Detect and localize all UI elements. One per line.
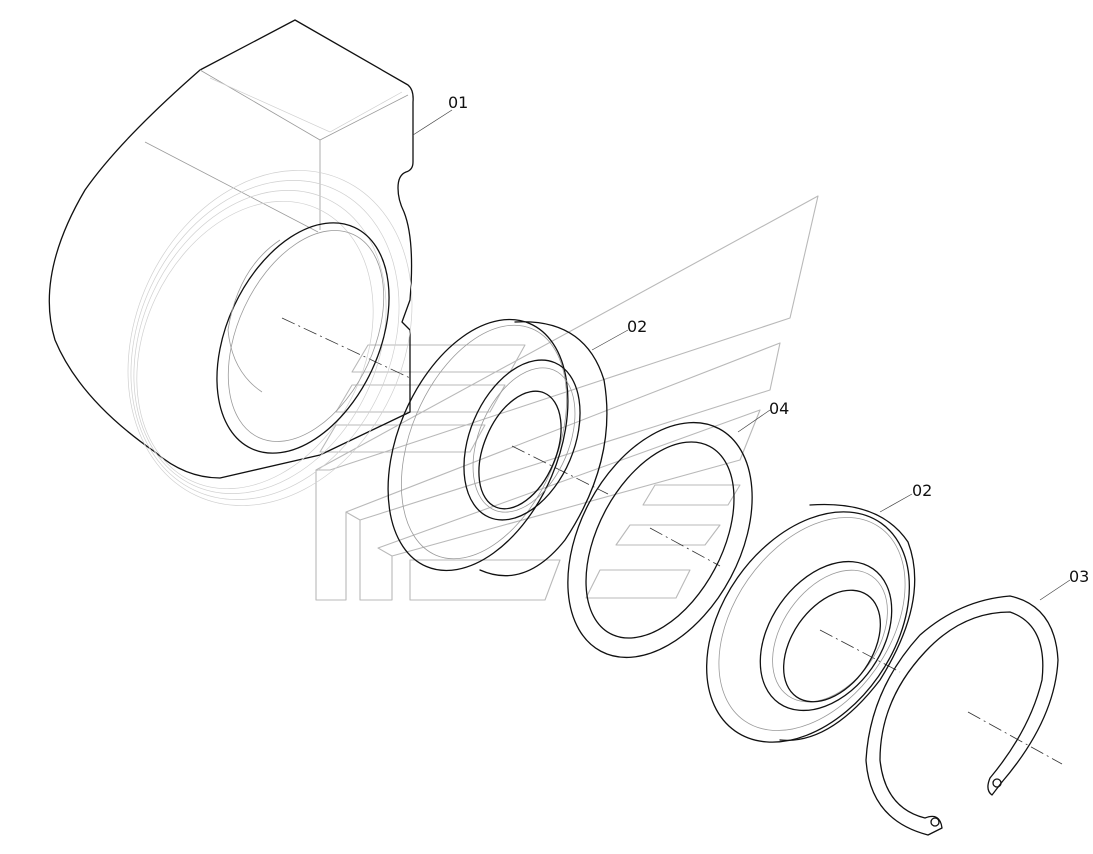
callout-label-03: 03	[1069, 567, 1089, 586]
bearing-part-02-a	[387, 318, 608, 577]
leader-lines	[412, 109, 1071, 601]
callout-label-01: 01	[448, 93, 468, 112]
callout-label-02-a: 02	[627, 317, 647, 336]
callout-label-04: 04	[769, 399, 789, 418]
center-axis-line	[281, 317, 1063, 765]
watermark-logo	[315, 195, 819, 601]
bearing-part-02-b	[706, 503, 916, 743]
circlip-part-03	[865, 595, 1059, 836]
spacer-ring-part-04	[567, 421, 753, 659]
housing-part-01	[48, 19, 414, 506]
callout-label-02-b: 02	[912, 481, 932, 500]
